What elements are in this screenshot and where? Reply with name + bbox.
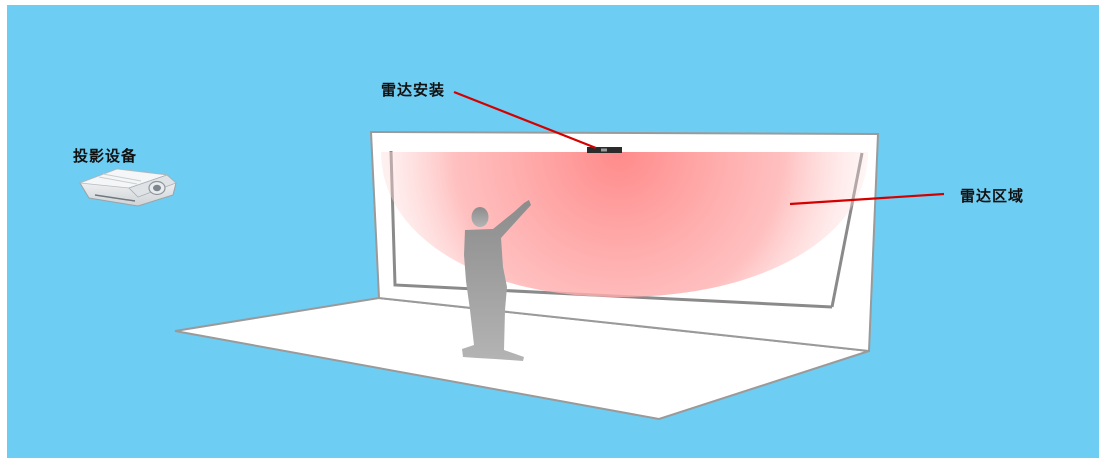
radar-area-label: 雷达区域: [960, 187, 1025, 205]
radar-setup-illustration: [79, 90, 945, 421]
radar-zone: [381, 152, 868, 297]
diagram-scene: 投影设备 雷达安装 雷达区域: [7, 5, 1099, 458]
projector-icon: [79, 168, 177, 207]
radar-sensor-icon: [587, 147, 622, 153]
person-silhouette: [462, 200, 531, 361]
radar-area-leader-line: [789, 192, 945, 206]
projector-label: 投影设备: [73, 147, 138, 165]
radar-install-leader-line: [453, 90, 597, 150]
radar-install-label: 雷达安装: [381, 81, 446, 99]
